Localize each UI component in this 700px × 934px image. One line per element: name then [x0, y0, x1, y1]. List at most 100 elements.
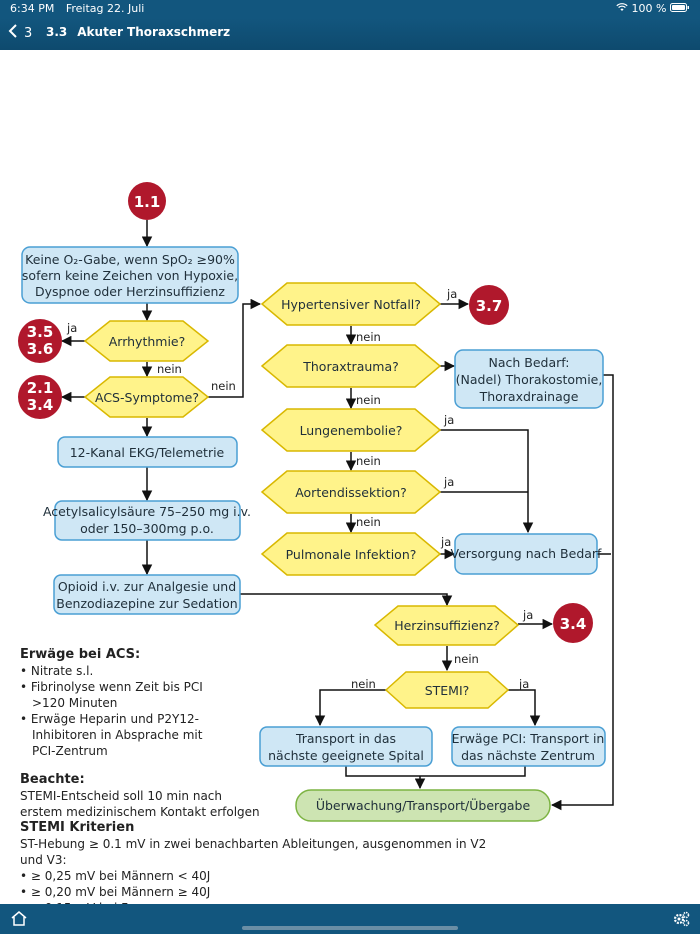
home-indicator — [242, 926, 458, 930]
svg-text:Pulmonale Infektion?: Pulmonale Infektion? — [286, 547, 417, 562]
beachte-line: erstem medizinischem Kontakt erfolgen — [20, 805, 260, 819]
battery-icon — [670, 2, 690, 15]
label-ja: ja — [522, 608, 533, 622]
label-nein: nein — [356, 330, 381, 344]
svg-text:STEMI?: STEMI? — [425, 683, 470, 698]
svg-text:3.4: 3.4 — [560, 615, 587, 633]
reference-circle-3-4[interactable]: 3.4 — [553, 603, 593, 643]
reference-circle-1-1[interactable]: 1.1 — [128, 182, 166, 220]
svg-text:Aortendissektion?: Aortendissektion? — [295, 485, 407, 500]
section-title: Akuter Thoraxschmerz — [77, 25, 231, 39]
decision-hypertensiv: Hypertensiver Notfall? — [260, 282, 442, 326]
label-ja: ja — [440, 535, 451, 549]
reference-circle-3-7[interactable]: 3.7 — [469, 285, 509, 325]
label-ja: ja — [443, 475, 454, 489]
acs-note-item: Nitrate s.l. — [20, 663, 210, 679]
label-nein: nein — [356, 515, 381, 529]
decision-arrhythmie: Arrhythmie? — [83, 320, 210, 362]
connectors — [60, 220, 614, 811]
acs-note-item: Erwäge Heparin und P2Y12-Inhibitoren in … — [20, 711, 210, 759]
reference-circle-2-1-3-4[interactable]: 2.1 3.4 — [18, 375, 62, 419]
status-time: 6:34 PM — [10, 2, 55, 15]
svg-text:Herzinsuffizienz?: Herzinsuffizienz? — [394, 618, 500, 633]
back-button[interactable]: 3 — [8, 24, 32, 42]
svg-text:Transport in das: Transport in das — [295, 731, 396, 746]
nav-bar: 3 3.3 Akuter Thoraxschmerz — [0, 18, 700, 50]
box-transport: Transport in das nächste geeignete Spita… — [259, 726, 433, 767]
svg-text:2.1: 2.1 — [27, 379, 54, 397]
svg-text:Benzodiazepine zur Sedation: Benzodiazepine zur Sedation — [56, 596, 237, 611]
label-ja: ja — [446, 287, 457, 301]
label-nein: nein — [356, 454, 381, 468]
decision-acs-symptome: ACS-Symptome? — [83, 376, 210, 418]
svg-text:Dyspnoe oder Herzinsuffizienz: Dyspnoe oder Herzinsuffizienz — [35, 284, 225, 299]
svg-text:3.5: 3.5 — [27, 323, 54, 341]
stemi-criteria-heading: STEMI Kriterien — [20, 820, 135, 835]
battery-level: 100 % — [631, 2, 667, 15]
bottom-toolbar — [0, 904, 700, 934]
home-icon[interactable] — [10, 910, 28, 931]
label-ja: ja — [518, 677, 529, 691]
svg-text:Überwachung/Transport/Übergabe: Überwachung/Transport/Übergabe — [316, 797, 531, 813]
svg-text:3.4: 3.4 — [27, 396, 54, 414]
svg-text:Acetylsalicylsäure 75–250 mg i: Acetylsalicylsäure 75–250 mg i.v. — [43, 504, 251, 519]
decision-herzinsuffizienz: Herzinsuffizienz? — [373, 605, 520, 646]
svg-text:(Nadel) Thorakostomie,: (Nadel) Thorakostomie, — [456, 372, 603, 387]
svg-text:das nächste Zentrum: das nächste Zentrum — [461, 748, 595, 763]
label-nein: nein — [356, 393, 381, 407]
status-date: Freitag 22. Juli — [65, 2, 145, 15]
label-ja: ja — [66, 321, 77, 335]
svg-text:ACS-Symptome?: ACS-Symptome? — [95, 390, 199, 405]
svg-text:Keine O₂-Gabe, wenn SpO₂ ≥90%: Keine O₂-Gabe, wenn SpO₂ ≥90% — [25, 252, 235, 267]
beachte-heading: Beachte: — [20, 772, 85, 787]
svg-text:Erwäge PCI: Transport in: Erwäge PCI: Transport in — [452, 731, 605, 746]
svg-text:Versorgung nach Bedarf: Versorgung nach Bedarf — [451, 546, 603, 561]
decision-thoraxtrauma: Thoraxtrauma? — [260, 344, 442, 388]
flowchart: 1.1 3.5 3.6 2.1 3.4 3.7 3.4 Keine O₂-Gab… — [18, 182, 614, 822]
box-nach-bedarf: Nach Bedarf: (Nadel) Thorakostomie, Thor… — [454, 349, 604, 409]
acs-note-item: Fibrinolyse wenn Zeit bis PCI >120 Minut… — [20, 679, 210, 711]
stemi-notes: Beachte: STEMI-Entscheid soll 10 min nac… — [20, 772, 500, 916]
status-bar: 6:34 PM Freitag 22. Juli 100 % — [0, 0, 700, 18]
svg-text:1.1: 1.1 — [134, 193, 161, 211]
svg-text:Thoraxtrauma?: Thoraxtrauma? — [302, 359, 399, 374]
svg-text:nächste geeignete Spital: nächste geeignete Spital — [268, 748, 424, 763]
label-nein: nein — [454, 652, 479, 666]
svg-text:3.6: 3.6 — [27, 340, 54, 358]
svg-text:oder 150–300mg p.o.: oder 150–300mg p.o. — [80, 521, 214, 536]
acs-notes-heading: Erwäge bei ACS: — [20, 647, 141, 662]
box-o2-gabe: Keine O₂-Gabe, wenn SpO₂ ≥90% sofern kei… — [21, 246, 239, 304]
chevron-left-icon — [8, 24, 18, 42]
box-ueberwachung: Überwachung/Transport/Übergabe — [295, 789, 551, 822]
decision-lungenembolie: Lungenembolie? — [260, 408, 442, 452]
back-label: 3 — [24, 25, 33, 41]
beachte-line: STEMI-Entscheid soll 10 min nach — [20, 789, 223, 803]
stemi-criteria-item: ≥ 0,20 mV bei Männern ≥ 40J — [20, 884, 500, 900]
label-nein: nein — [211, 379, 236, 393]
decision-stemi: STEMI? — [384, 671, 510, 709]
svg-text:sofern keine Zeichen von Hypox: sofern keine Zeichen von Hypoxie, — [22, 268, 238, 283]
svg-text:Nach Bedarf:: Nach Bedarf: — [489, 355, 570, 370]
settings-icon[interactable] — [672, 910, 690, 932]
svg-text:12-Kanal EKG/Telemetrie: 12-Kanal EKG/Telemetrie — [70, 445, 225, 460]
box-ekg: 12-Kanal EKG/Telemetrie — [57, 436, 238, 468]
box-pci: Erwäge PCI: Transport in das nächste Zen… — [451, 726, 606, 767]
label-nein: nein — [157, 362, 182, 376]
decision-pulmonale-infektion: Pulmonale Infektion? — [260, 532, 442, 576]
acs-notes: Erwäge bei ACS: Nitrate s.l. Fibrinolyse… — [20, 647, 210, 759]
svg-text:Arrhythmie?: Arrhythmie? — [109, 334, 186, 349]
label-nein: nein — [351, 677, 376, 691]
svg-text:Lungenembolie?: Lungenembolie? — [300, 423, 403, 438]
label-ja: ja — [443, 413, 454, 427]
box-acetylsalicylsaeure: Acetylsalicylsäure 75–250 mg i.v. oder 1… — [43, 500, 251, 541]
page-title: 3.3 Akuter Thoraxschmerz — [46, 25, 240, 39]
decision-aortendissektion: Aortendissektion? — [260, 470, 442, 514]
stemi-criteria-text: ST-Hebung ≥ 0.1 mV in zwei benachbarten … — [20, 837, 487, 867]
reference-circle-3-5-3-6[interactable]: 3.5 3.6 — [18, 319, 62, 363]
box-versorgung: Versorgung nach Bedarf — [451, 533, 603, 575]
section-number: 3.3 — [46, 25, 68, 39]
box-opioid: Opioid i.v. zur Analgesie und Benzodiaze… — [53, 574, 241, 615]
stemi-criteria-item: ≥ 0,25 mV bei Männern < 40J — [20, 868, 500, 884]
svg-text:Hypertensiver Notfall?: Hypertensiver Notfall? — [281, 297, 421, 312]
svg-text:Opioid i.v. zur Analgesie und: Opioid i.v. zur Analgesie und — [58, 579, 236, 594]
